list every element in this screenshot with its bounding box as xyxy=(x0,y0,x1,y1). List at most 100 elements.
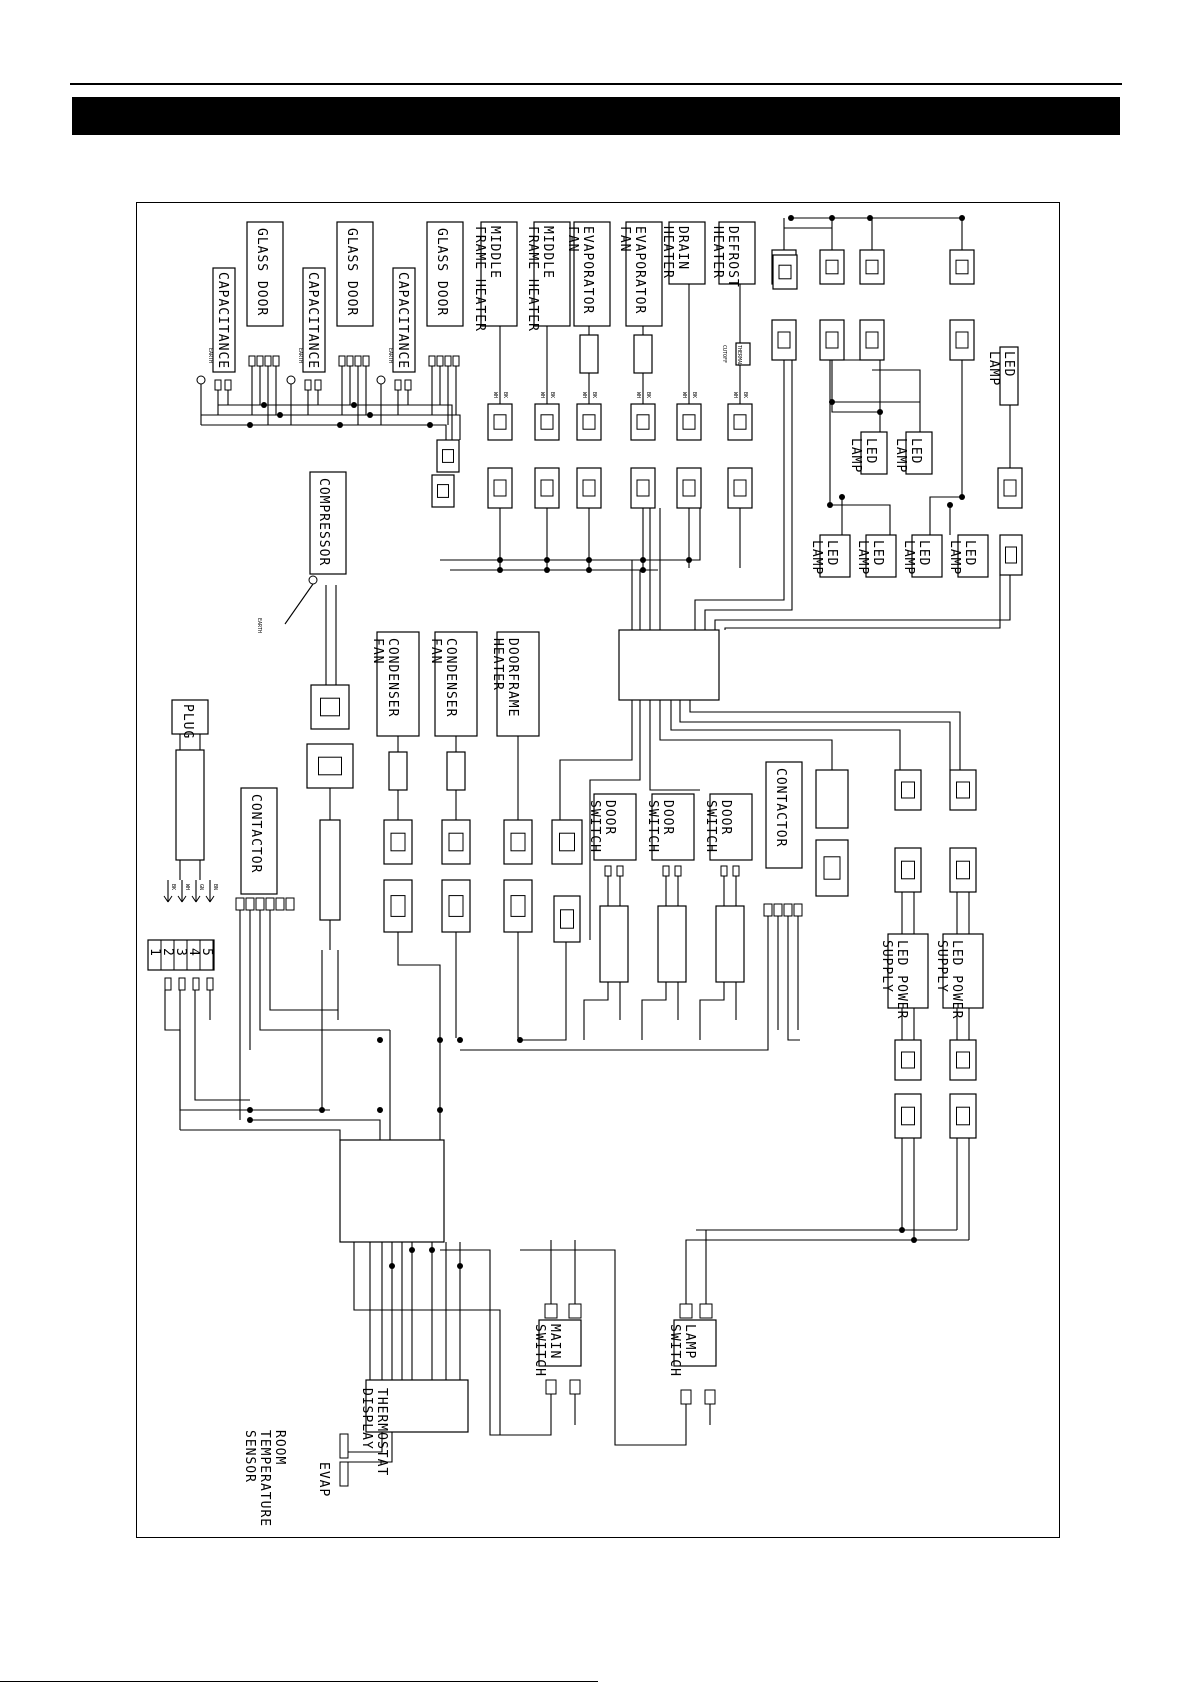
junction-block-upper xyxy=(618,629,720,701)
terminal xyxy=(680,1389,692,1405)
connector-latch xyxy=(559,832,575,852)
main-switch-box xyxy=(538,1319,582,1367)
terminal xyxy=(436,355,444,367)
door-switch-cable-sleeve xyxy=(715,905,745,983)
harness-connector xyxy=(576,467,602,509)
terminal-number: 1 xyxy=(147,948,162,957)
connector-latch xyxy=(448,895,464,917)
wire xyxy=(872,369,921,432)
connector-latch xyxy=(493,414,507,430)
led-lamp-label: LEDLAMP xyxy=(986,351,1016,386)
connector-latch xyxy=(510,895,526,917)
door-switch-cable-sleeve xyxy=(599,905,629,983)
led-lamp-label: LEDLAMP xyxy=(809,540,839,575)
earth-label: EARTH xyxy=(207,348,213,363)
terminal xyxy=(699,1303,713,1319)
connector-latch xyxy=(582,479,596,497)
top-component-label: DEFROSTHEATER xyxy=(710,226,740,288)
terminal xyxy=(569,1379,581,1395)
led-lamp-box xyxy=(999,346,1019,406)
terminal xyxy=(256,355,264,367)
top-component-label: EVAPORATORFAN xyxy=(617,226,647,314)
plug-label: PLUG xyxy=(180,704,195,739)
connector-latch xyxy=(442,449,454,463)
component-connector xyxy=(503,819,533,865)
earth-label: EARTH xyxy=(256,618,262,633)
connector-latch xyxy=(825,259,839,275)
terminal-number: 4 xyxy=(186,948,201,957)
junction-dot xyxy=(829,399,835,405)
led-lamp-connector xyxy=(859,319,885,361)
compressor-box xyxy=(309,471,347,575)
terminal xyxy=(674,865,682,877)
led-lamp-label: LEDLAMP xyxy=(947,540,977,575)
junction-dot xyxy=(640,557,646,563)
harness-connector xyxy=(553,895,581,943)
junction-dot xyxy=(247,1117,253,1123)
junction-dot xyxy=(351,402,357,408)
wire-code: WH xyxy=(184,884,190,890)
connector-latch xyxy=(1003,479,1017,497)
contactor-terminal xyxy=(783,903,793,917)
terminal xyxy=(206,977,214,991)
component-connector xyxy=(727,403,753,441)
wire xyxy=(397,932,441,1020)
led-lamp-connector xyxy=(997,467,1023,509)
junction-dot xyxy=(517,1037,523,1043)
terminal xyxy=(604,865,612,877)
wire-code: GN xyxy=(198,884,204,890)
led-lamp-connector xyxy=(859,249,885,285)
connector-latch xyxy=(318,756,342,776)
glass-door-label: GLASS DOOR xyxy=(344,228,359,316)
terminal xyxy=(192,977,200,991)
junction-dot xyxy=(640,567,646,573)
wire-code: WH xyxy=(681,392,687,398)
wire-code: WH xyxy=(732,392,738,398)
wire-code: BK xyxy=(502,392,508,398)
terminal xyxy=(272,355,280,367)
connector-latch xyxy=(901,781,915,799)
earth-label: EARTH xyxy=(297,348,303,363)
connector-latch xyxy=(956,860,970,880)
junction-dot xyxy=(247,422,253,428)
terminal xyxy=(178,977,186,991)
terminal xyxy=(545,1379,557,1395)
compressor-connector xyxy=(306,743,354,789)
contactor-terminal xyxy=(773,903,783,917)
top-component-box xyxy=(573,221,611,327)
terminal-number: 5 xyxy=(199,948,214,957)
wire-code: BK xyxy=(742,392,748,398)
top-component-box xyxy=(718,221,756,285)
thermostat-label: THERMOSTATDISPLAY xyxy=(359,1388,389,1476)
capacitance-label: CAPACITANCE xyxy=(215,272,230,369)
terminal xyxy=(404,379,412,391)
connector-latch xyxy=(682,414,696,430)
contactor-terminal xyxy=(255,897,265,911)
junction-dot xyxy=(277,412,283,418)
contactor-label: CONTACTOR xyxy=(248,794,263,873)
capacitance-label: CAPACITANCE xyxy=(305,272,320,369)
earth-ring xyxy=(376,375,386,385)
led-harness-connector xyxy=(949,1093,977,1139)
junction-dot xyxy=(409,1247,415,1253)
wire xyxy=(218,404,453,440)
led-lamp-box xyxy=(865,534,897,578)
terminal xyxy=(720,865,728,877)
connector-latch xyxy=(825,331,839,349)
led-power-supply-label: LED POWERSUPPLY xyxy=(934,940,964,1019)
led-harness-connector xyxy=(949,769,977,811)
terminal xyxy=(544,1303,558,1319)
wire-code: WH xyxy=(635,392,641,398)
wire xyxy=(440,508,701,561)
fan-motor-body xyxy=(633,334,653,374)
wire xyxy=(201,414,461,440)
junction-dot xyxy=(337,422,343,428)
led-lamp-label: LEDLAMP xyxy=(901,540,931,575)
bottom-rule xyxy=(0,1681,598,1682)
switch-connector xyxy=(815,769,849,829)
top-component-box xyxy=(533,221,571,327)
terminal xyxy=(444,355,452,367)
led-lamp-box xyxy=(819,534,851,578)
component-connector xyxy=(383,819,413,865)
wire xyxy=(679,700,951,770)
